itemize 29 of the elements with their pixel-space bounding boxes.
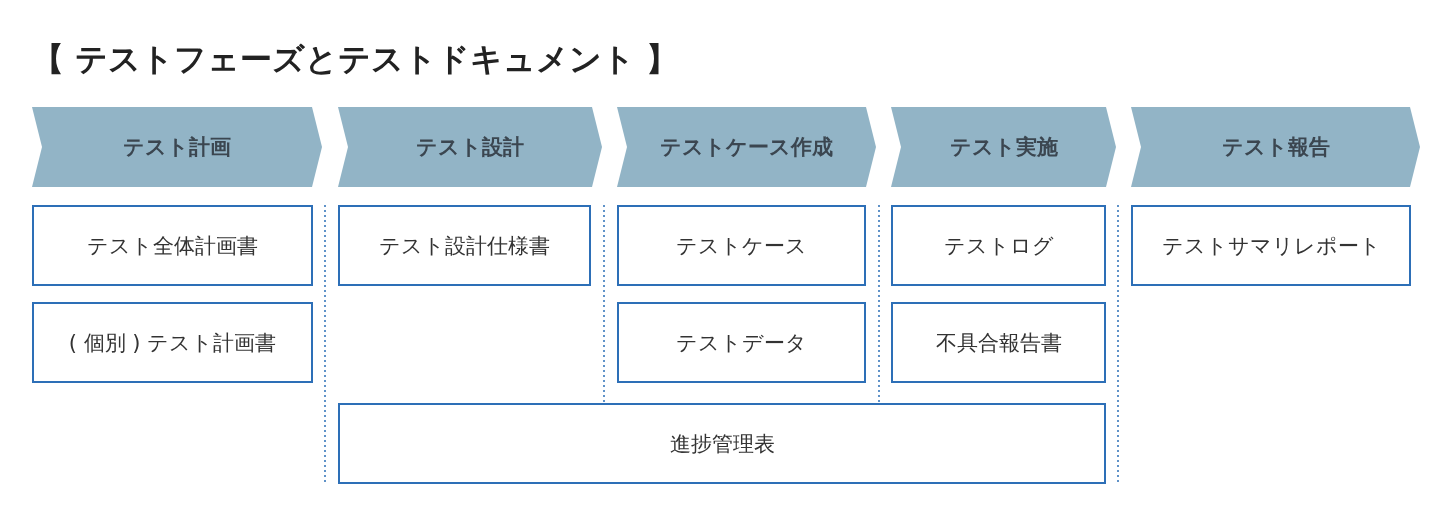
document-box <box>338 205 591 286</box>
phase-header <box>891 107 1116 187</box>
document-label: テスト設計仕様書 <box>379 232 550 260</box>
phase-label: テスト設計 <box>416 134 524 161</box>
document-label: テストサマリレポート <box>1161 232 1381 260</box>
phase-label: テストケース作成 <box>660 134 833 161</box>
phase-header <box>32 107 322 187</box>
document-box <box>338 403 1106 484</box>
document-label: ( 個別 ) テスト計画書 <box>68 329 277 357</box>
document-box <box>32 302 313 383</box>
phase-header <box>338 107 602 187</box>
document-label: テストログ <box>943 232 1054 260</box>
document-label: 進捗管理表 <box>669 430 775 458</box>
document-box <box>617 302 866 383</box>
phase-label: テスト報告 <box>1221 134 1330 161</box>
phase-header <box>1131 107 1420 187</box>
phase-label: テスト実施 <box>949 134 1058 161</box>
document-label: テストデータ <box>676 329 807 357</box>
document-label: テスト全体計画書 <box>87 232 258 260</box>
document-label: テストケース <box>676 232 807 260</box>
phase-label: テスト計画 <box>123 134 231 161</box>
document-box <box>1131 205 1411 286</box>
document-box <box>891 302 1106 383</box>
document-box <box>891 205 1106 286</box>
document-label: 不具合報告書 <box>935 329 1062 357</box>
document-box <box>32 205 313 286</box>
document-box <box>617 205 866 286</box>
diagram-title: 【 テストフェーズとテストドキュメント 】 <box>32 39 679 80</box>
phase-header <box>617 107 876 187</box>
